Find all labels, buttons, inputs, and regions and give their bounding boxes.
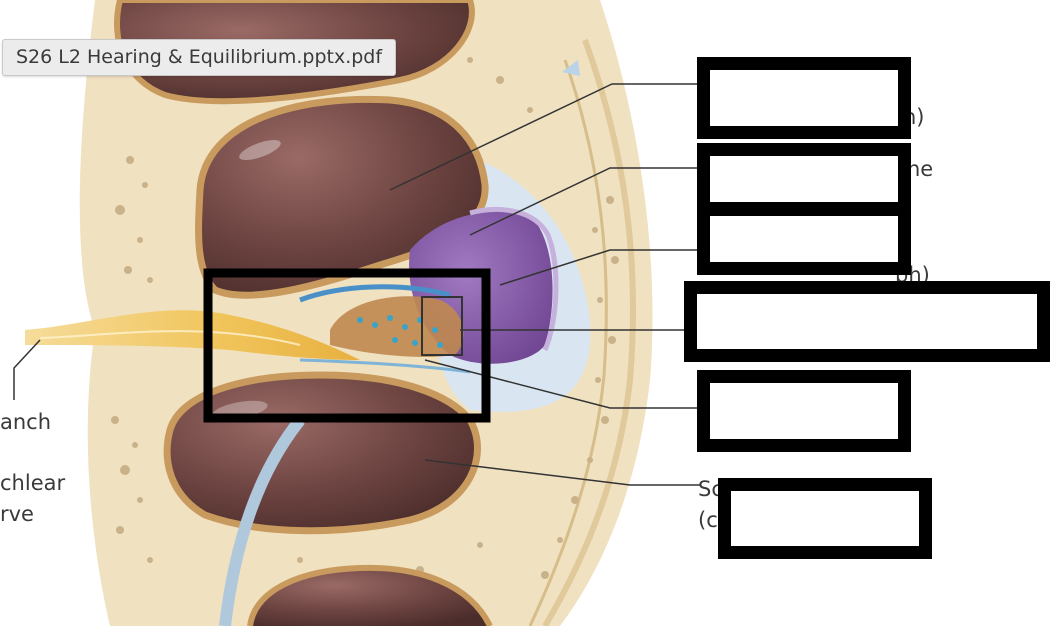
nerve-fiber-curve	[219, 416, 305, 626]
bone-pores	[111, 22, 619, 579]
leader-line-branch	[13, 339, 41, 400]
partial-label-2: ne	[907, 157, 934, 181]
partial-label-cochlear-nerve-2: rve	[0, 502, 34, 526]
spiral-organ-highlight-box	[203, 268, 491, 423]
triangle-marker	[562, 60, 580, 76]
bone-rim	[542, 38, 636, 626]
leader-line-2	[469, 167, 700, 236]
partial-label-scala-2: (c	[698, 508, 718, 532]
redaction-box-1	[697, 57, 911, 139]
tectorial-membrane	[299, 284, 451, 303]
partial-label-branch: anch	[0, 410, 52, 434]
redaction-box-6	[718, 478, 932, 559]
spiral-organ	[330, 296, 464, 357]
redaction-box-3	[697, 203, 911, 275]
leader-line-6	[424, 459, 700, 486]
scala-tympani	[167, 375, 478, 531]
file-name-tab[interactable]: S26 L2 Hearing & Equilibrium.pptx.pdf	[2, 39, 397, 76]
leader-line-1	[389, 83, 700, 191]
basilar-membrane	[299, 358, 471, 374]
leader-line-3	[499, 249, 700, 286]
redaction-box-4	[684, 281, 1050, 362]
partial-label-cochlear-nerve-1: chlear	[0, 471, 66, 495]
bone-rim-inner	[528, 59, 608, 626]
redaction-box-5	[697, 370, 911, 452]
cochlear-nerve-branch	[25, 310, 360, 360]
spiral-organ-inset-marker	[421, 296, 463, 356]
lower-turn-chamber	[250, 567, 490, 626]
